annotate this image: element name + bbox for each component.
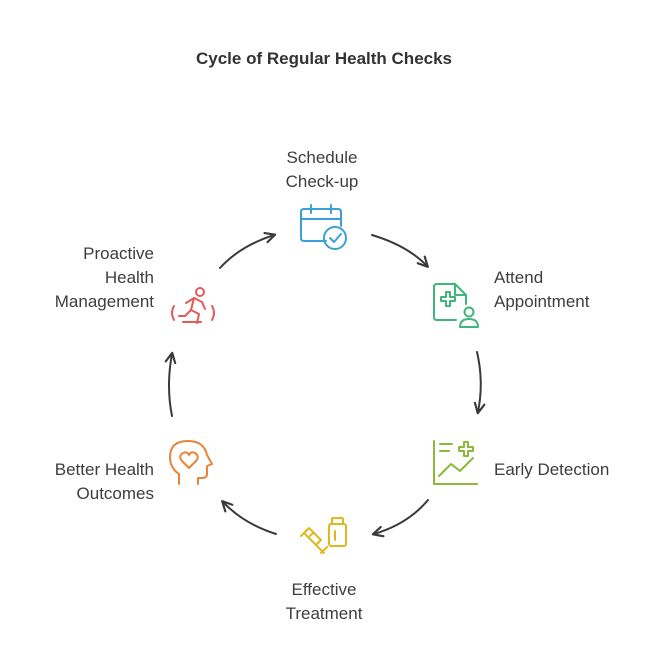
head-heart-icon bbox=[169, 440, 213, 485]
step-label-effective-treatment: Effective Treatment bbox=[285, 580, 363, 623]
syringe-vial-icon bbox=[300, 517, 347, 554]
step-label-schedule: Schedule Check-up bbox=[285, 148, 359, 191]
calendar-check-icon bbox=[300, 204, 347, 250]
step-label-early-detection: Early Detection bbox=[494, 460, 610, 479]
step-label-attend: Attend Appointment bbox=[494, 268, 590, 311]
chart-plus-icon bbox=[433, 440, 478, 485]
arrow-effective-to-better bbox=[221, 500, 277, 535]
step-label-better-outcomes: Better Health Outcomes bbox=[54, 460, 154, 503]
arrow-better-to-proactive bbox=[164, 351, 177, 417]
step-label-proactive: Proactive Health Management bbox=[54, 244, 154, 311]
medical-record-person-icon bbox=[433, 283, 479, 328]
arrow-attend-to-early bbox=[473, 351, 486, 415]
arrow-early-to-effective bbox=[371, 499, 429, 538]
arrow-schedule-to-attend bbox=[371, 234, 429, 268]
arrow-proactive-to-schedule bbox=[219, 231, 277, 269]
running-person-icon bbox=[171, 287, 215, 324]
diagram-title: Cycle of Regular Health Checks bbox=[195, 49, 453, 68]
